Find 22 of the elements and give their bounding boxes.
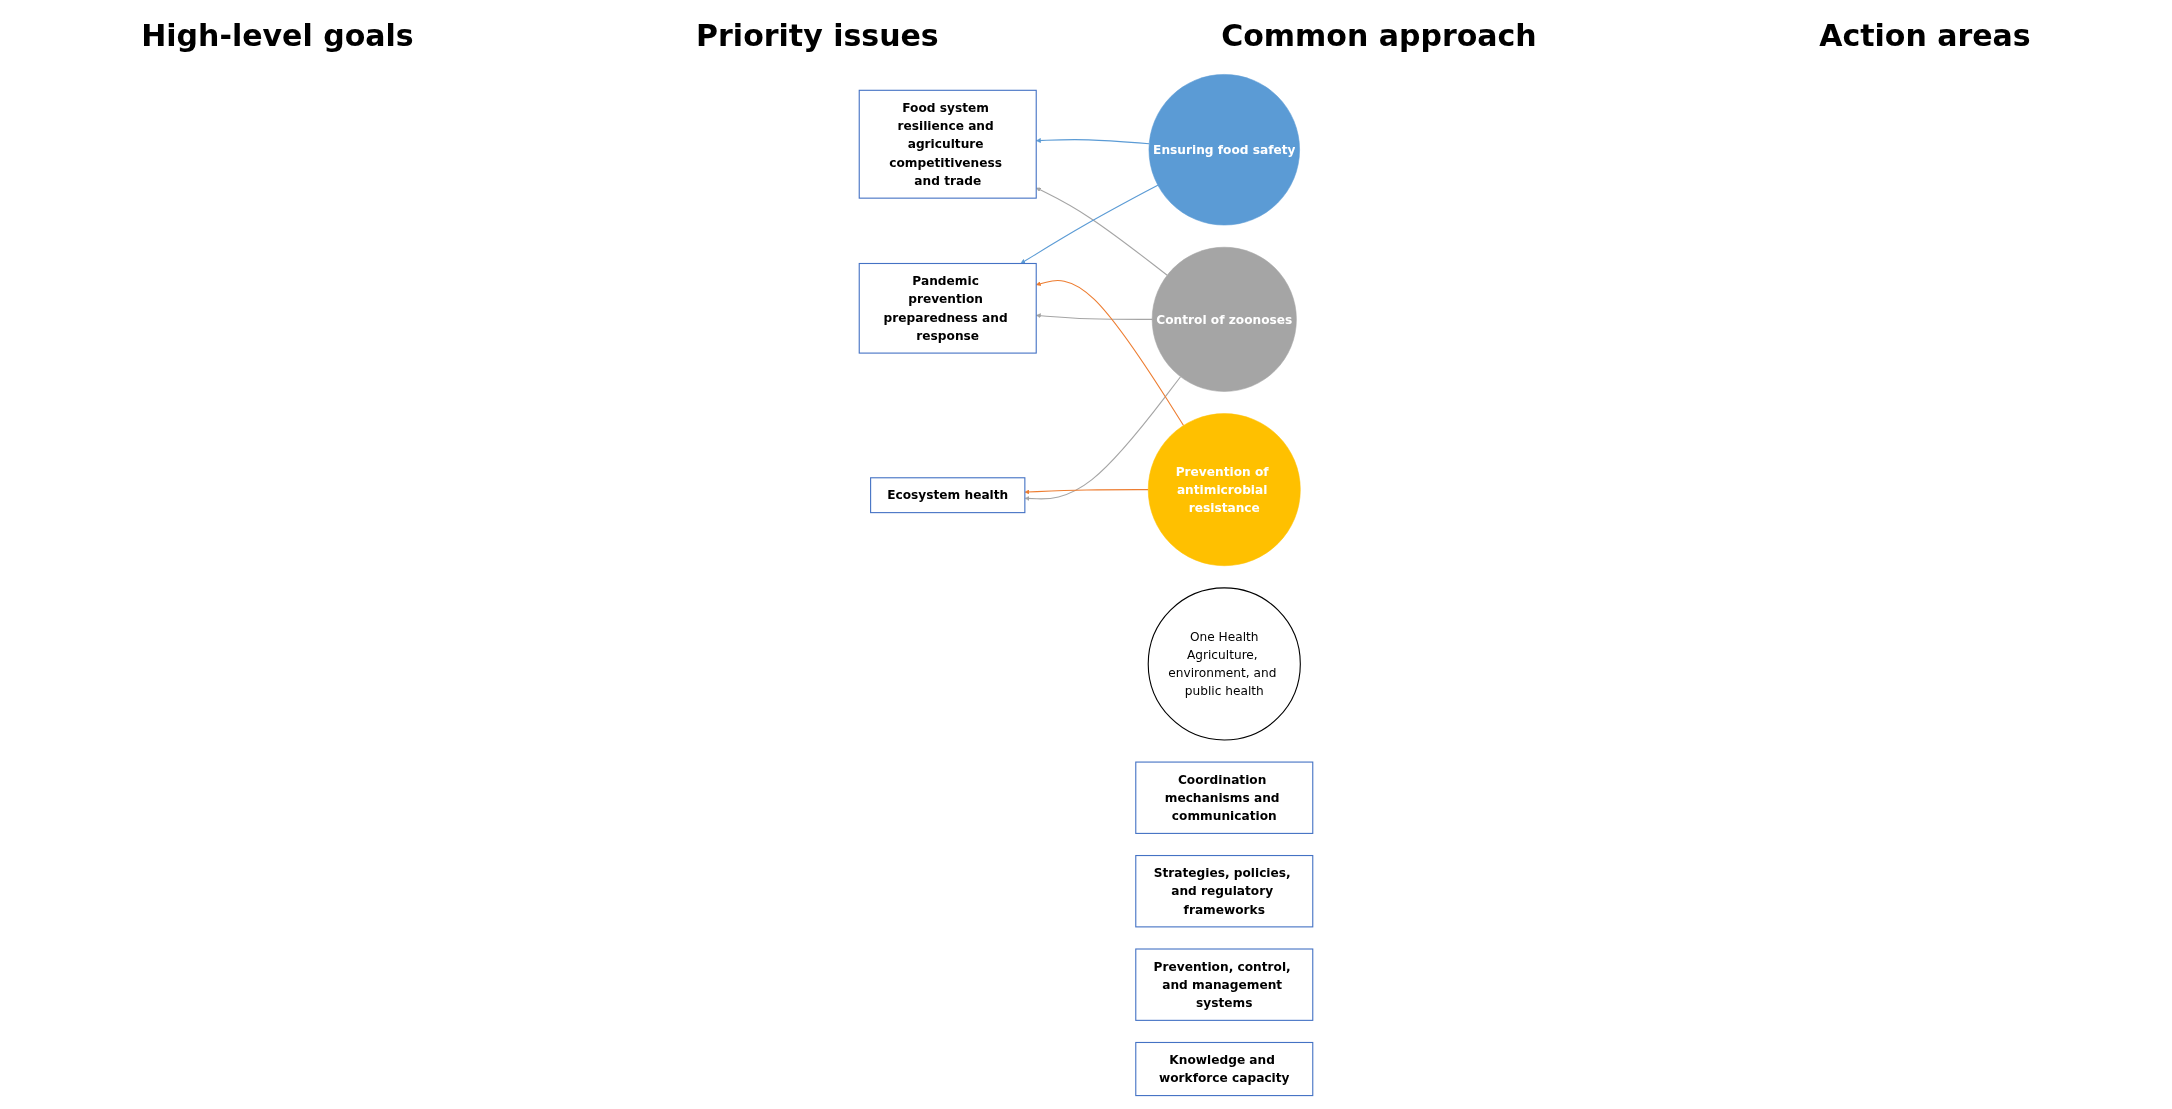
arrow: [1020, 184, 1159, 264]
column-heading: High-level goals: [141, 17, 414, 53]
column-heading: Action areas: [1819, 17, 2031, 53]
arrow: [1036, 138, 1150, 145]
arrow: [1036, 187, 1168, 276]
arrow: [1024, 376, 1182, 501]
node-box: Food system resilience and agriculture competitiveness and trade: [858, 89, 1037, 199]
node-circle: Control of zoonoses: [1151, 246, 1297, 392]
arrow: [1036, 313, 1153, 320]
node-box: Ecosystem health: [870, 477, 1026, 514]
node-circle: One Health Agriculture, environment, and public health: [1147, 587, 1301, 741]
node-circle: Ensuring food safety: [1148, 74, 1300, 226]
column-heading: Priority issues: [696, 17, 939, 53]
node-box: Knowledge and workforce capacity: [1135, 1041, 1314, 1097]
node-circle: Prevention of antimicrobial resistance: [1147, 413, 1301, 566]
column-heading: Common approach: [1221, 17, 1537, 53]
node-box: Strategies, policies, and regulatory frameworks: [1135, 855, 1314, 928]
node-box: Prevention, control, and management systems: [1135, 948, 1314, 1021]
arrow: [1024, 489, 1149, 495]
arrow: [1036, 279, 1185, 426]
node-box: Coordination mechanisms and communication: [1135, 761, 1314, 834]
node-box: Pandemic prevention preparedness and response: [858, 262, 1037, 354]
